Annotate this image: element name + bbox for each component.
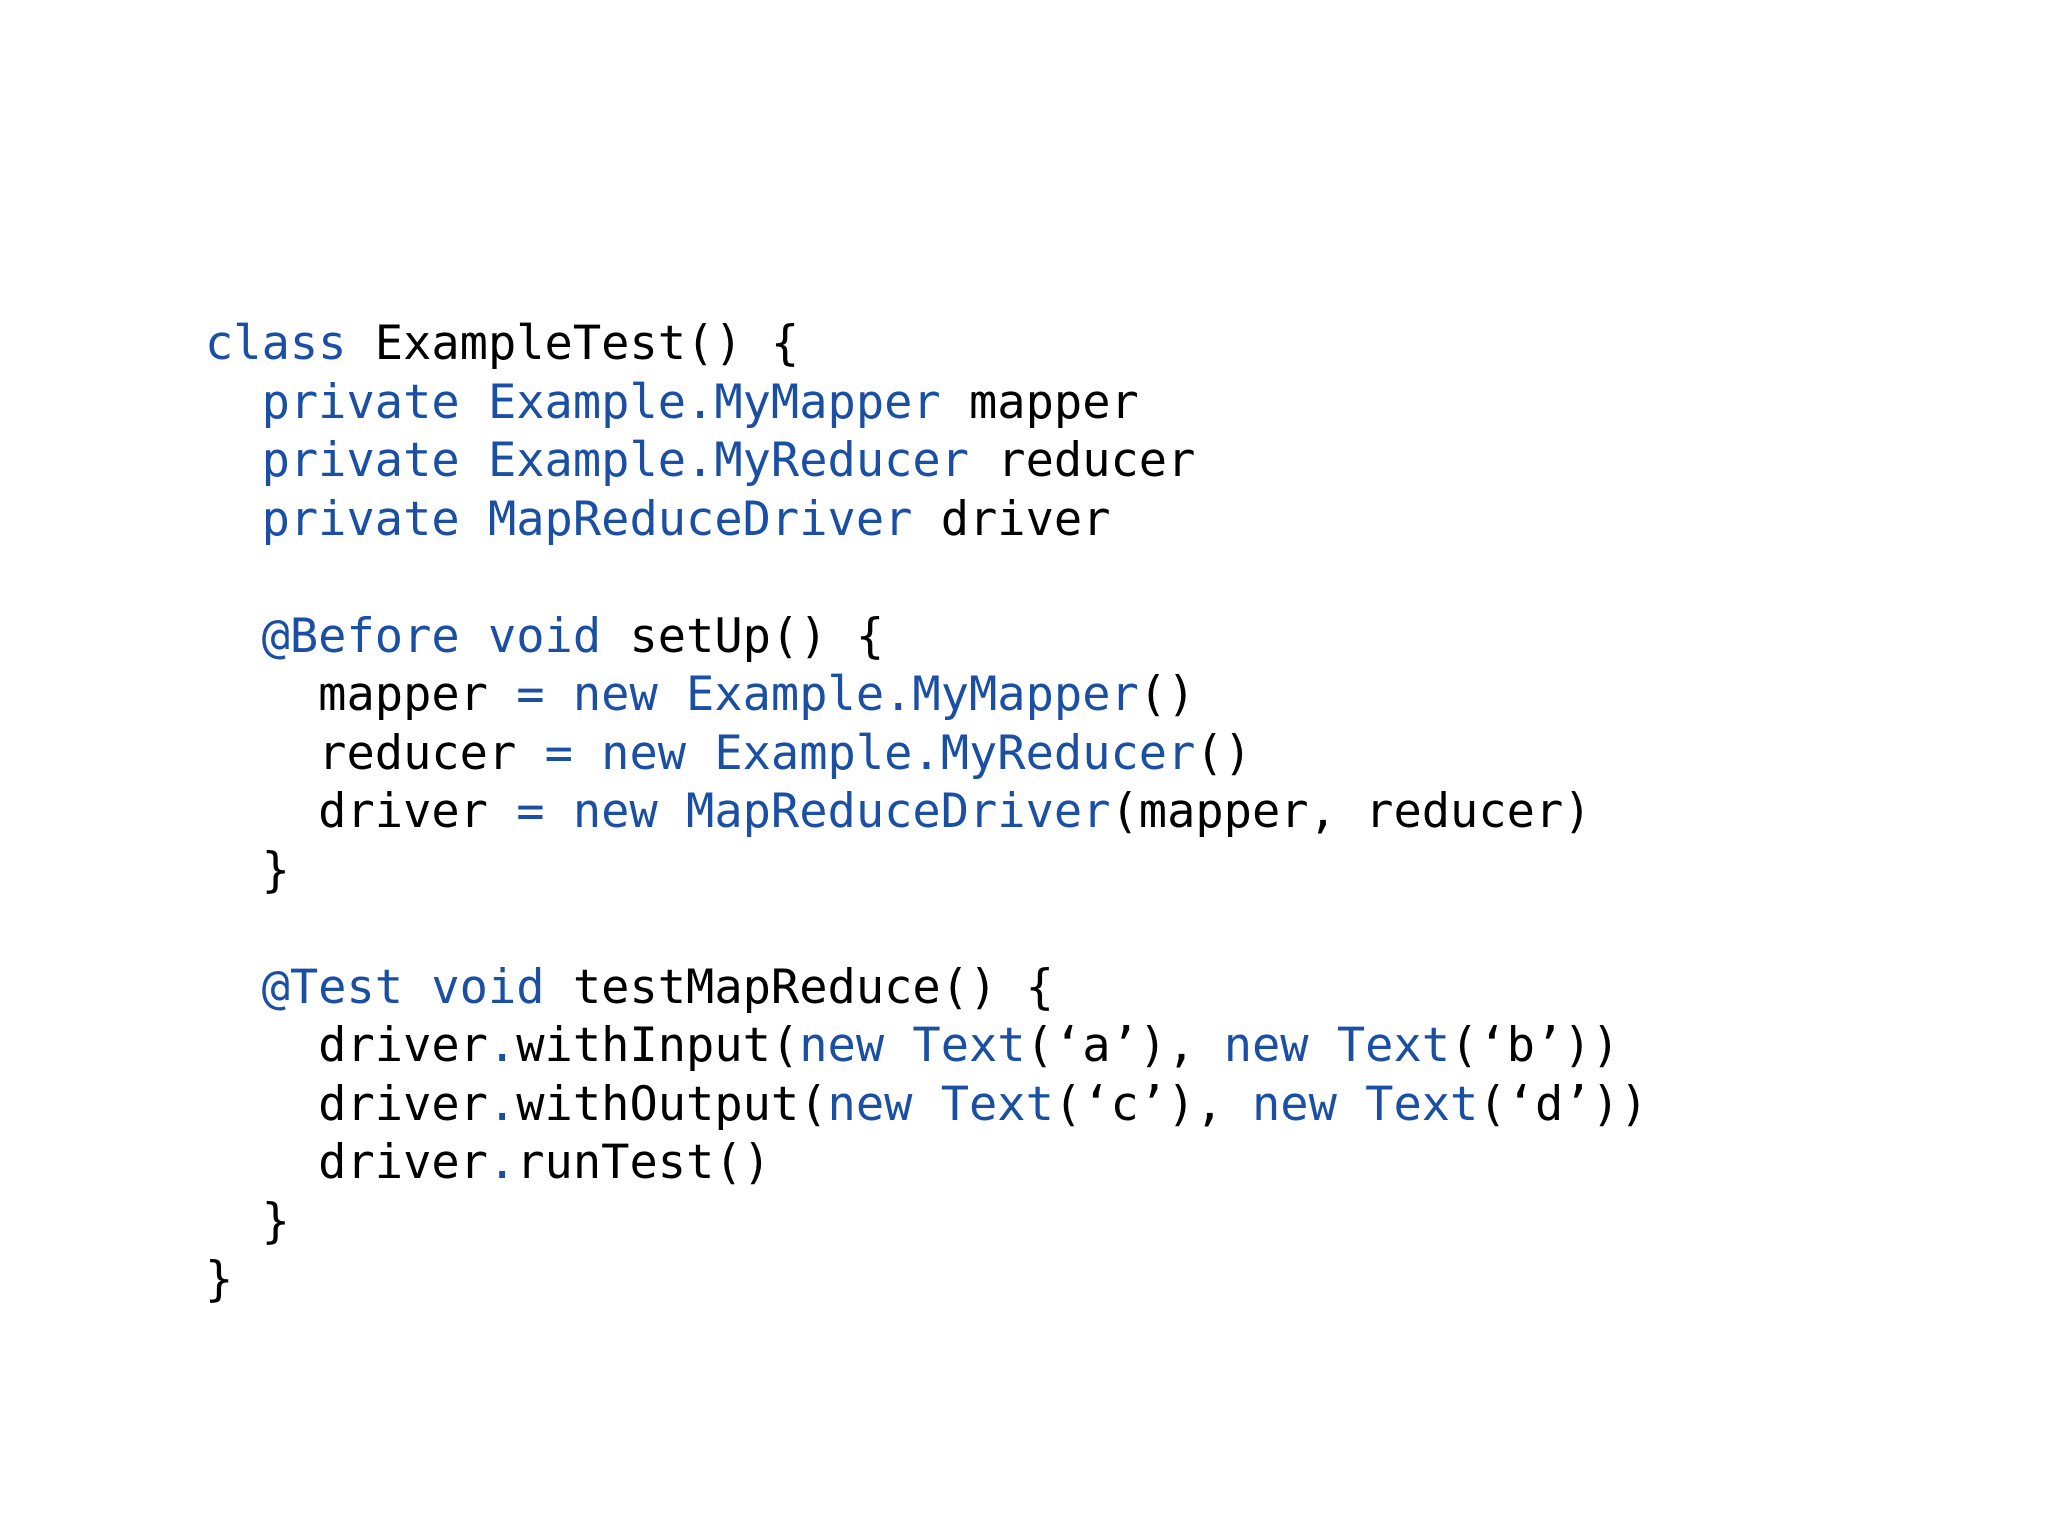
code-token: withInput( (516, 1018, 800, 1073)
code-listing: class ExampleTest() { private Example.My… (205, 315, 1648, 1310)
code-line: @Test void testMapReduce() { (205, 959, 1648, 1018)
code-token: (‘c’), (1053, 1076, 1252, 1132)
code-token: new Text (1251, 1076, 1479, 1132)
code-token: } (205, 1193, 290, 1249)
code-token: class (205, 316, 347, 371)
code-token: reducer (205, 725, 545, 781)
code-token: private Example.MyMapper (261, 374, 941, 430)
code-line: driver.withInput(new Text(‘a’), new Text… (205, 1017, 1648, 1076)
code-token: (‘b’)) (1450, 1018, 1620, 1073)
code-token: new Text (799, 1018, 1026, 1073)
code-token: ExampleTest() { (346, 316, 800, 371)
code-token: private MapReduceDriver (261, 491, 913, 547)
code-line: private Example.MyMapper mapper (205, 374, 1648, 433)
code-token (205, 375, 262, 430)
code-token: mapper (940, 374, 1139, 430)
code-token: new Text (827, 1076, 1054, 1132)
code-line: } (205, 842, 1648, 901)
code-token: mapper (205, 667, 517, 722)
code-token: runTest() (516, 1135, 771, 1190)
code-token: = new MapReduceDriver (516, 784, 1111, 839)
code-token: setUp() { (601, 608, 885, 664)
code-token: . (487, 1135, 517, 1190)
code-token: withOutput( (516, 1076, 828, 1132)
code-blank-line (205, 549, 1648, 608)
code-token: } (205, 1252, 234, 1307)
code-line: } (205, 1193, 1648, 1252)
code-blank-line (205, 900, 1648, 959)
code-line: driver.withOutput(new Text(‘c’), new Tex… (205, 1076, 1648, 1135)
code-line: class ExampleTest() { (205, 315, 1648, 374)
code-token: private Example.MyReducer (261, 433, 970, 488)
code-line: mapper = new Example.MyMapper() (205, 666, 1648, 725)
code-line: private Example.MyReducer reducer (205, 432, 1648, 491)
code-token: = new Example.MyReducer (544, 725, 1196, 781)
code-token: (mapper, reducer) (1110, 784, 1592, 839)
code-token: testMapReduce() { (544, 959, 1054, 1015)
code-token (205, 492, 262, 547)
code-token: } (205, 842, 290, 898)
code-token: driver (205, 1135, 488, 1190)
code-line: @Before void setUp() { (205, 608, 1648, 667)
code-token (205, 960, 262, 1015)
code-token: () (1195, 725, 1252, 781)
code-token: @Before void (261, 608, 602, 664)
code-token: driver (205, 784, 517, 839)
code-token (205, 609, 262, 664)
code-line: driver.runTest() (205, 1134, 1648, 1193)
code-line: private MapReduceDriver driver (205, 491, 1648, 550)
code-token: . (487, 1076, 517, 1132)
code-token: () (1138, 667, 1196, 722)
code-token: = new Example.MyMapper (516, 667, 1139, 722)
code-line: driver = new MapReduceDriver(mapper, red… (205, 783, 1648, 842)
code-token: driver (205, 1076, 488, 1132)
code-token: . (487, 1018, 517, 1073)
code-token: @Test void (261, 959, 545, 1015)
code-token: (‘d’)) (1478, 1076, 1649, 1132)
code-token: new Text (1223, 1018, 1451, 1073)
code-token: driver (912, 491, 1111, 547)
code-token (205, 433, 262, 488)
code-token: (‘a’), (1025, 1018, 1224, 1073)
code-line: reducer = new Example.MyReducer() (205, 725, 1648, 784)
code-token: reducer (969, 433, 1196, 488)
code-line: } (205, 1251, 1648, 1310)
code-token: driver (205, 1018, 488, 1073)
